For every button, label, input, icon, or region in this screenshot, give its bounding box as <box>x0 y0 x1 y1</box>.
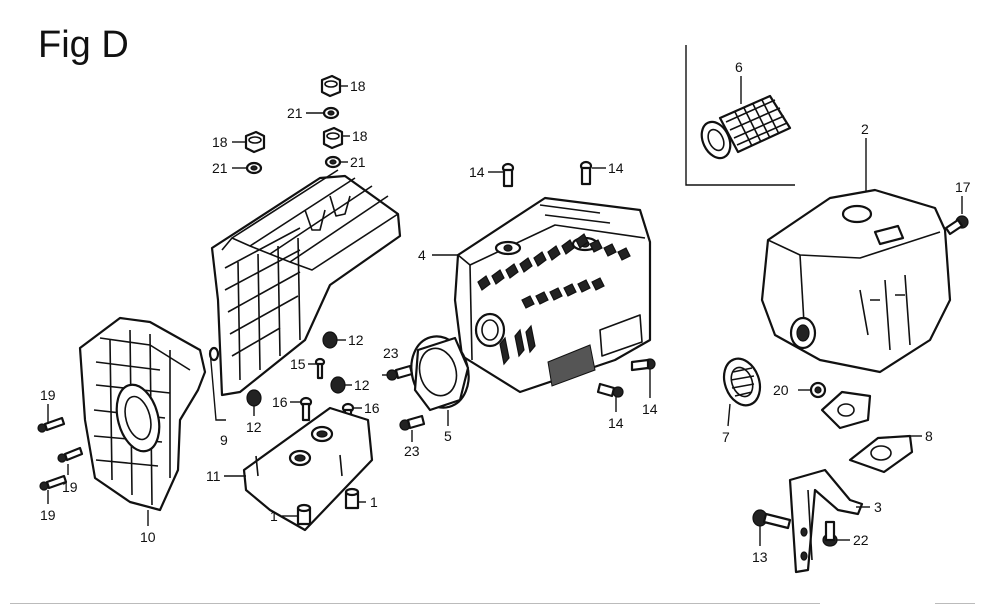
inset-frame <box>685 45 795 186</box>
callout-12: 12 <box>348 332 364 348</box>
callout-18: 18 <box>350 78 366 94</box>
callout-10: 10 <box>140 529 156 545</box>
engine-frame <box>78 316 207 512</box>
bolt-19-lower <box>39 474 68 491</box>
callout-12: 12 <box>354 377 370 393</box>
spacer-1-left <box>296 503 312 526</box>
screw-14-top-right <box>579 160 593 186</box>
callout-14: 14 <box>642 401 658 417</box>
screw-14-side-mid <box>596 382 624 398</box>
gasket-lower <box>848 434 914 474</box>
callout-17: 17 <box>955 179 971 195</box>
callout-18: 18 <box>352 128 368 144</box>
callout-labels: 6 2 17 18 21 18 21 18 21 14 14 4 12 23 1… <box>40 59 971 565</box>
callout-13: 13 <box>752 549 768 565</box>
bolt-15 <box>314 357 326 380</box>
callout-12: 12 <box>246 419 262 435</box>
screw-23-upper <box>386 364 414 381</box>
washer-21-mid <box>324 155 342 169</box>
callout-11: 11 <box>206 468 221 484</box>
callout-23: 23 <box>383 345 399 361</box>
callout-3: 3 <box>874 499 882 515</box>
callout-7: 7 <box>722 429 730 445</box>
bottom-divider-right <box>935 603 975 604</box>
callout-8: 8 <box>925 428 933 444</box>
screw-14-top-left <box>501 162 515 188</box>
callout-23: 23 <box>404 443 420 459</box>
collar-12-upper <box>322 331 338 349</box>
washer-21-top <box>322 106 340 120</box>
collar-12-mid <box>330 376 346 394</box>
callout-22: 22 <box>853 532 869 548</box>
leader-lines <box>47 76 963 546</box>
callout-14: 14 <box>469 164 485 180</box>
callout-6: 6 <box>735 59 743 75</box>
spacer-1-right <box>344 487 360 510</box>
callout-19: 19 <box>62 479 78 495</box>
bolt-19-upper <box>37 416 66 433</box>
callout-5: 5 <box>444 428 452 444</box>
callout-21: 21 <box>212 160 228 176</box>
callout-21: 21 <box>287 105 303 121</box>
callout-1: 1 <box>370 494 378 510</box>
screw-14-side-right <box>630 358 656 372</box>
heat-shield-frame <box>210 169 402 397</box>
figure-title: Fig D <box>38 24 129 66</box>
callout-19: 19 <box>40 387 56 403</box>
callout-18: 18 <box>212 134 228 150</box>
exhaust-deflector <box>410 335 470 412</box>
nut-18-mid <box>322 126 344 150</box>
bolt-22 <box>822 520 838 547</box>
muffler <box>760 188 952 374</box>
callout-14: 14 <box>608 415 624 431</box>
callout-21: 21 <box>350 154 366 170</box>
callout-15: 15 <box>290 356 306 372</box>
screw-23-lower <box>399 414 426 431</box>
spark-arrester-screen <box>700 94 792 160</box>
exhaust-outlet <box>722 357 762 407</box>
muffler-bracket <box>788 468 864 574</box>
callout-4: 4 <box>418 247 426 263</box>
muffler-protector <box>453 196 652 394</box>
callout-2: 2 <box>861 121 869 137</box>
bottom-divider <box>10 603 820 604</box>
collar-12-lower <box>246 389 262 407</box>
callout-1: 1 <box>270 508 278 524</box>
callout-20: 20 <box>773 382 789 398</box>
callout-19: 19 <box>40 507 56 523</box>
callout-16: 16 <box>272 394 288 410</box>
callout-16: 16 <box>364 400 380 416</box>
nut-18-top <box>320 74 342 98</box>
nut-20 <box>809 381 827 399</box>
washer-21-left <box>245 161 263 175</box>
base-plate <box>242 406 374 532</box>
gasket-upper <box>820 390 872 430</box>
bolt-17 <box>944 215 969 236</box>
callout-14: 14 <box>608 160 624 176</box>
bolt-19-mid <box>57 446 84 463</box>
bolt-13 <box>752 509 792 530</box>
callout-9: 9 <box>220 432 228 448</box>
bolt-16-left <box>299 396 313 422</box>
nut-18-left <box>244 130 266 154</box>
